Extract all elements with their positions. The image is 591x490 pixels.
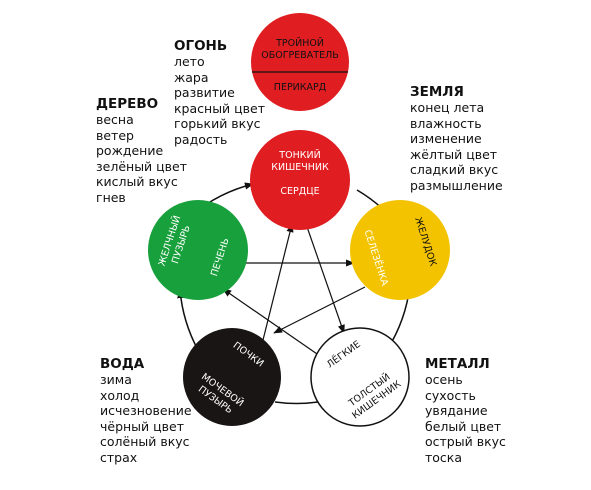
fire-description: ОГОНЬ лето жара развитие красный цвет го… <box>174 38 265 148</box>
metal-description: МЕТАЛЛ осень сухость увядание белый цвет… <box>425 356 506 466</box>
fire-line: радость <box>174 131 228 147</box>
star-arrow-metal-to-wood <box>222 288 321 357</box>
metal-line: тоска <box>425 449 463 465</box>
water-line: чёрный цвет <box>100 418 184 434</box>
fire-title: ОГОНЬ <box>174 38 228 54</box>
earth-description: ЗЕМЛЯ конец лета влажность изменение жёл… <box>410 84 503 194</box>
wood-line: весна <box>96 112 134 127</box>
water-title: ВОДА <box>100 356 145 372</box>
water-line: зима <box>100 372 132 387</box>
wood-line: зелёный цвет <box>96 158 188 174</box>
water-line: холод <box>100 387 140 403</box>
fire-line: горький вкус <box>174 116 261 132</box>
metal-line: белый цвет <box>425 418 502 434</box>
water-description: ВОДА зима холод исчезновение чёрный цвет… <box>100 356 192 466</box>
earth-line: влажность <box>410 115 482 131</box>
metal-title: МЕТАЛЛ <box>425 356 490 372</box>
star-arrow-water-to-fire <box>262 223 294 341</box>
wood-line: ветер <box>96 127 134 143</box>
earth-title: ЗЕМЛЯ <box>410 84 464 100</box>
label-triple-heater-2: ОБОГРЕВАТЕЛЬ <box>261 50 338 61</box>
earth-line: жёлтый цвет <box>410 146 498 162</box>
water-line: исчезновение <box>100 403 192 419</box>
star-arrow-fire-to-metal <box>305 223 345 334</box>
circle-fire: ТОНКИЙ КИШЕЧНИК СЕРДЦЕ <box>250 130 350 230</box>
earth-line: изменение <box>410 131 482 147</box>
circle-triple-heater: ТРОЙНОЙ ОБОГРЕВАТЕЛЬ ПЕРИКАРД <box>251 13 349 111</box>
wood-line: рождение <box>96 143 164 159</box>
earth-line: размышление <box>410 177 503 193</box>
label-small-intestine-1: ТОНКИЙ <box>278 149 320 161</box>
cycle-arrow-metal-to-water <box>274 401 319 405</box>
metal-line: увядание <box>425 403 488 419</box>
circle-water: ПОЧКИ МОЧЕВОЙ ПУЗЫРЬ <box>183 328 281 426</box>
wood-title: ДЕРЕВО <box>96 96 159 112</box>
label-triple-heater-1: ТРОЙНОЙ <box>275 37 324 49</box>
wood-line: гнев <box>96 189 126 205</box>
fire-line: красный цвет <box>174 100 266 116</box>
wood-description: ДЕРЕВО весна ветер рождение зелёный цвет… <box>96 96 187 206</box>
fire-line: лето <box>174 54 205 69</box>
metal-line: острый вкус <box>425 434 506 450</box>
metal-line: осень <box>425 372 463 387</box>
water-line: солёный вкус <box>100 434 190 450</box>
star-arrow-earth-to-water <box>273 286 366 334</box>
label-heart: СЕРДЦЕ <box>280 186 319 197</box>
circle-wood: ЖЕЛЧНЫЙ ПУЗЫРЬ ПЕЧЕНЬ <box>148 200 248 300</box>
fire-line: развитие <box>174 85 235 101</box>
water-line: страх <box>100 449 138 465</box>
wood-line: кислый вкус <box>96 174 178 190</box>
earth-line: конец лета <box>410 100 485 115</box>
controlling-cycle <box>222 223 366 357</box>
label-small-intestine-2: КИШЕЧНИК <box>271 162 329 173</box>
earth-line: сладкий вкус <box>410 162 499 178</box>
label-pericardium: ПЕРИКАРД <box>274 82 326 93</box>
circle-metal: ЛЁГКИЕ ТОЛСТЫЙ КИШЕЧНИК <box>310 327 410 427</box>
fire-line: жара <box>174 69 209 85</box>
metal-line: сухость <box>425 387 476 403</box>
circle-earth: ЖЕЛУДОК СЕЛЕЗЁНКА <box>350 200 450 300</box>
